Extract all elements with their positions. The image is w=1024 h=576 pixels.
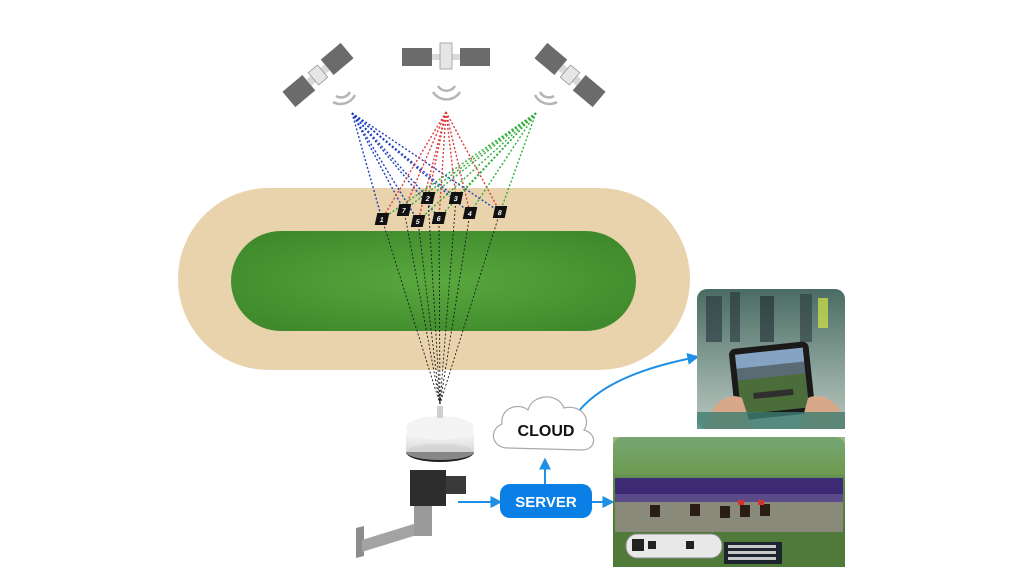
horse-number: 2 — [425, 196, 430, 203]
horse-number: 7 — [401, 208, 406, 215]
signal-line — [403, 111, 447, 211]
server: SERVER — [500, 484, 592, 518]
signal-line — [455, 112, 537, 199]
satellite-left — [282, 42, 354, 108]
horse-tag-marker — [462, 207, 478, 219]
tablet-viewer-photo — [697, 289, 845, 429]
antenna-line — [403, 209, 441, 405]
signal-line — [417, 112, 537, 222]
horse-number: 4 — [467, 211, 472, 218]
antenna-line — [381, 218, 441, 405]
cloud: CLOUD — [492, 396, 595, 451]
horse-tag-marker — [410, 215, 426, 227]
signal-line — [445, 111, 471, 214]
horse-tag: 2 — [420, 192, 436, 204]
horse-tag: 8 — [492, 206, 508, 218]
race-broadcast-photo — [613, 437, 845, 567]
signal-line — [381, 111, 447, 220]
track-infield-grass — [231, 231, 636, 331]
horse-tag-marker — [492, 206, 508, 218]
horse-tag: 1 — [374, 213, 390, 225]
horse-tag-marker — [431, 212, 447, 224]
horse-number: 5 — [415, 219, 420, 226]
horse-to-antenna-lines — [381, 197, 501, 405]
signal-line — [445, 111, 457, 199]
satellite-right — [534, 42, 606, 108]
signal-line — [351, 112, 419, 222]
gnss-antenna-icon — [356, 406, 474, 558]
satellite-center — [402, 42, 490, 70]
horse-number: 6 — [436, 216, 441, 223]
race-track — [178, 188, 690, 370]
horse-tag-marker — [374, 213, 390, 225]
cloud-icon — [492, 396, 595, 451]
horse-tag: 6 — [431, 212, 447, 224]
horse-number: 1 — [379, 217, 384, 224]
horse-tag: 5 — [410, 215, 426, 227]
horse-tag-marker — [448, 192, 464, 204]
antenna-line — [438, 217, 441, 405]
signal-line — [381, 112, 537, 220]
server-box — [500, 484, 592, 518]
signal-line — [427, 112, 537, 199]
horse-tag: 4 — [462, 207, 478, 219]
antenna-line — [439, 212, 471, 405]
cloud-to-tablet-arrow — [577, 352, 700, 413]
horse-tag-marker — [396, 204, 412, 216]
signal-line — [427, 111, 447, 199]
antenna-line — [439, 211, 501, 405]
horse-tag: 3 — [448, 192, 464, 204]
signal-line — [351, 112, 471, 214]
signal-wave-icon — [332, 85, 558, 106]
server-label: SERVER — [515, 494, 577, 511]
horse-number: 8 — [497, 210, 502, 217]
horse-number: 3 — [453, 196, 458, 203]
signal-line — [499, 112, 537, 213]
connection-arrows — [458, 352, 700, 508]
signal-line — [351, 112, 501, 213]
cloud-label: CLOUD — [518, 423, 575, 440]
horse-tag: 7 — [396, 204, 412, 216]
antenna-line — [439, 197, 457, 405]
signal-line — [445, 111, 501, 213]
antenna-line — [417, 220, 441, 405]
signal-line — [351, 112, 429, 199]
horse-tags: 1 7 5 6 2 3 4 8 — [374, 192, 508, 227]
horse-tag-marker — [420, 192, 436, 204]
